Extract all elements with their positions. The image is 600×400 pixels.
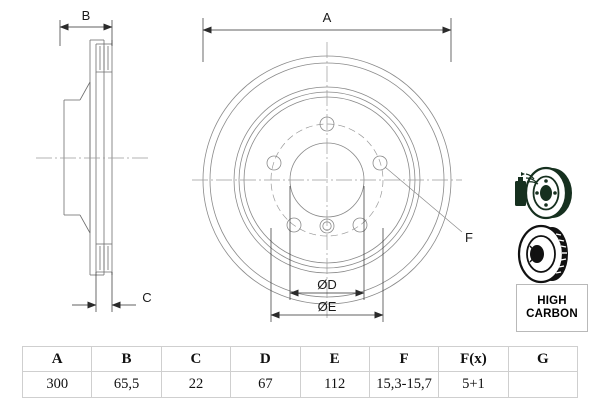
dimension-c: C bbox=[72, 272, 152, 312]
cell-b: 65,5 bbox=[91, 371, 162, 398]
side-section-view bbox=[63, 39, 113, 276]
specifications-table: A B C D E F F(x) G 300 65,5 22 67 112 15… bbox=[21, 346, 579, 398]
col-header-fx: F(x) bbox=[438, 346, 509, 372]
dimension-label-e: ØE bbox=[318, 299, 337, 314]
col-header-d: D bbox=[230, 346, 301, 372]
dimension-label-c: C bbox=[142, 290, 151, 305]
bolt-hole-upper-right bbox=[372, 155, 388, 171]
product-image-vented-brake-disc bbox=[517, 224, 568, 284]
cell-a: 300 bbox=[21, 371, 93, 398]
dimension-label-a: A bbox=[323, 10, 332, 25]
high-carbon-badge-line2: CARBON bbox=[526, 308, 578, 320]
table-header-row: A B C D E F F(x) G bbox=[21, 346, 579, 372]
col-header-c: C bbox=[160, 346, 232, 372]
dimension-bore-d: ØD bbox=[289, 186, 365, 300]
dimension-label-f: F bbox=[465, 230, 473, 245]
bolt-hole-lower-left bbox=[286, 217, 302, 233]
dimension-label-b: B bbox=[82, 8, 91, 23]
cell-d: 67 bbox=[230, 371, 301, 398]
cell-e: 112 bbox=[299, 371, 370, 398]
bolt-hole-lower-right bbox=[352, 217, 368, 233]
table-row: 300 65,5 22 67 112 15,3-15,7 5+1 bbox=[21, 371, 579, 398]
col-header-e: E bbox=[299, 346, 370, 372]
dimension-a: A bbox=[202, 10, 452, 62]
col-header-f: F bbox=[368, 346, 440, 372]
dimension-label-d: ØD bbox=[317, 277, 337, 292]
high-carbon-badge: HIGH CARBON bbox=[516, 284, 588, 332]
cell-c: 22 bbox=[160, 371, 232, 398]
high-carbon-badge-line1: HIGH bbox=[537, 295, 567, 308]
dimension-b: B bbox=[59, 8, 113, 46]
cell-f: 15,3-15,7 bbox=[368, 371, 440, 398]
bolt-circle bbox=[270, 123, 384, 237]
col-header-b: B bbox=[91, 346, 162, 372]
front-view-centrelines bbox=[192, 42, 462, 318]
col-header-a: A bbox=[21, 346, 93, 372]
col-header-g: G bbox=[507, 346, 579, 372]
dimension-bolt-circle-e: ØE bbox=[270, 228, 384, 322]
cell-fx: 5+1 bbox=[438, 371, 509, 398]
cell-g bbox=[507, 371, 579, 398]
leader-line-f: F bbox=[384, 166, 473, 245]
product-image-coated-disc-with-spray-can bbox=[515, 166, 572, 220]
bolt-hole-upper-left bbox=[266, 155, 282, 171]
